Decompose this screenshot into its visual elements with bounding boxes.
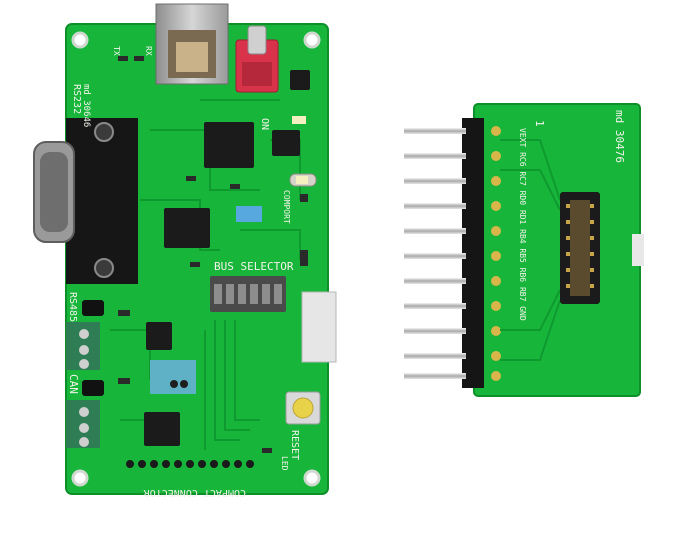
integrated-circuits [144,70,310,446]
comport-label: COMPORT [282,190,291,224]
dip-switch [210,276,286,312]
mounting-holes [71,31,321,487]
smd-components [118,56,308,453]
rs485-terminal-block [66,300,104,370]
fine-pitch-connector [560,192,600,304]
status-led [292,116,306,124]
left-part-number: md 30646 [81,84,91,127]
compact-connector-pins [126,460,254,468]
pin-one-label: 1 [533,120,546,127]
pin-map-label: VEXT RC6 RC7 RD0 RD1 RB4 RB5 RB6 RB7 GND [518,128,527,321]
reset-label: RESET [289,430,300,460]
on-label: ON [259,118,270,130]
reset-button [285,391,321,425]
led-label: LED [280,456,289,471]
usb-b-connector [155,3,229,85]
can-label: CAN [67,374,80,394]
light-blue-area [150,360,196,394]
right-pcb-board: md 30476 1 VEXT RC6 RC7 RD0 RD1 RB4 RB5 … [404,103,644,397]
rs232-label: RS232 [71,84,82,114]
can-terminal-block [66,380,104,448]
db9-serial-connector [33,118,138,284]
compact-connector-label: COMPACT CONNECTOR [143,487,246,498]
rs485-label: RS485 [67,292,78,322]
right-pcb-traces [500,139,561,361]
power-switch [235,25,279,93]
side-connector [301,291,337,363]
right-pcb-body [474,104,640,396]
tx-label: TX [112,46,121,56]
rx-label: RX [144,46,153,56]
pin-header [404,118,501,388]
bus-selector-label: BUS SELECTOR [214,260,294,273]
right-part-number: md 30476 [613,110,626,163]
jumper-block [236,206,262,222]
left-pcb-board: md 30646 RS232 RS485 CAN BUS SELECTOR CO… [33,3,337,498]
